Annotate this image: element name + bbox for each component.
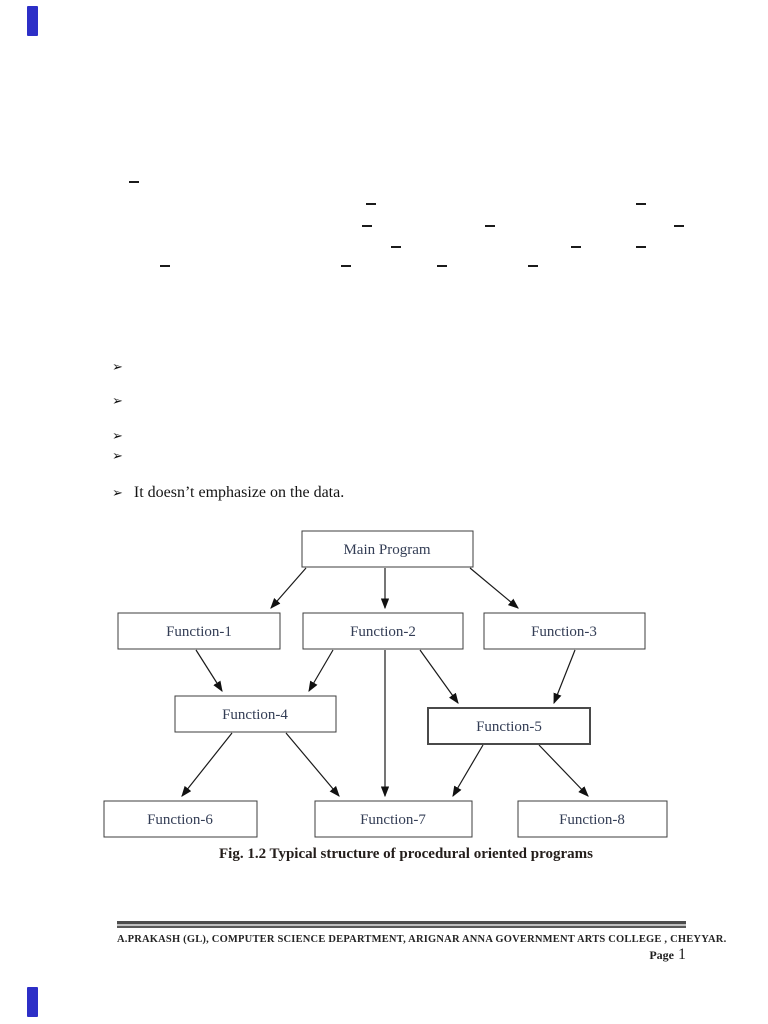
edge-f4-f7 <box>285 732 340 797</box>
node-function-7 <box>314 800 473 838</box>
node-main-program <box>301 530 474 568</box>
faded-text-dash <box>528 265 538 267</box>
node-function-2-label: Function-2 <box>350 624 416 640</box>
edge-f5-f8 <box>538 744 589 797</box>
figure-caption: Fig. 1.2 Typical structure of procedural… <box>219 846 593 862</box>
bullet-text: It doesn’t emphasize on the data. <box>133 484 345 501</box>
edge-f5-f7 <box>452 744 484 798</box>
bullet-item: ➢ It doesn’t emphasize on the data. <box>112 484 344 502</box>
arrow-bullet-icon: ➢ <box>112 486 123 501</box>
arrow-bullet-icon: ➢ <box>112 394 123 409</box>
node-function-1-label: Function-1 <box>166 624 232 640</box>
faded-text-dash <box>341 265 351 267</box>
faded-text-dash <box>366 203 376 205</box>
faded-text-dash <box>485 225 495 227</box>
page-number: Page 1 <box>649 946 686 964</box>
faded-text-dash <box>636 246 646 248</box>
faded-text-dash <box>391 246 401 248</box>
bullet-item: ➢ <box>112 358 134 376</box>
node-function-4 <box>174 695 337 733</box>
page-number-value: 1 <box>678 946 686 963</box>
faded-text-dash <box>437 265 447 267</box>
faded-text-dash <box>636 203 646 205</box>
edge-f4-f6 <box>181 732 233 797</box>
node-function-8-label: Function-8 <box>559 812 625 828</box>
bullet-item: ➢ <box>112 392 134 410</box>
edge-f1-f4 <box>195 649 223 693</box>
footer-divider <box>117 921 686 928</box>
arrow-bullet-icon: ➢ <box>112 429 123 444</box>
node-function-8 <box>517 800 668 838</box>
edge-f2-f5 <box>419 649 459 704</box>
node-function-3-label: Function-3 <box>531 624 597 640</box>
node-function-2 <box>302 612 464 650</box>
blue-marker-top-left <box>27 6 38 36</box>
node-function-6 <box>103 800 258 838</box>
arrow-bullet-icon: ➢ <box>112 360 123 375</box>
footer-author-text: A.PRAKASH (GL), COMPUTER SCIENCE DEPARTM… <box>117 934 727 945</box>
faded-text-dash <box>362 225 372 227</box>
blue-marker-bottom-left <box>27 987 38 1017</box>
node-function-5-label: Function-5 <box>476 719 542 735</box>
node-function-1 <box>117 612 281 650</box>
faded-text-dash <box>160 265 170 267</box>
bullet-item: ➢ <box>112 447 134 465</box>
node-function-7-label: Function-7 <box>360 812 426 828</box>
faded-text-dash <box>571 246 581 248</box>
node-function-3 <box>483 612 646 650</box>
faded-text-dash <box>674 225 684 227</box>
node-function-5 <box>427 707 591 745</box>
edge-main-f3 <box>469 567 519 609</box>
bullet-item: ➢ <box>112 427 134 445</box>
arrow-bullet-icon: ➢ <box>112 449 123 464</box>
node-main-program-label: Main Program <box>343 542 430 558</box>
edge-main-f1 <box>270 567 307 609</box>
edge-f3-f5 <box>553 649 576 705</box>
page-number-label: Page <box>649 948 674 962</box>
edge-f2-f4 <box>308 649 334 693</box>
faded-text-dash <box>129 181 139 183</box>
node-function-4-label: Function-4 <box>222 707 288 723</box>
node-function-6-label: Function-6 <box>147 812 213 828</box>
